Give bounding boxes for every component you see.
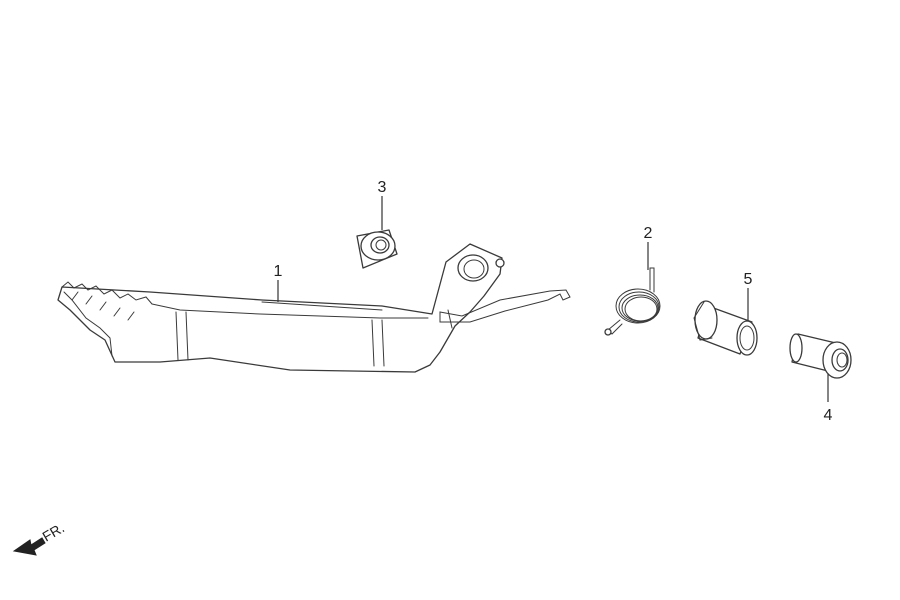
return-spring-part-2: [604, 267, 661, 336]
front-direction-arrow-icon: [12, 537, 46, 556]
front-direction-marker: FR.: [12, 519, 67, 556]
callout-5: 5: [744, 271, 753, 288]
callout-4: 4: [824, 407, 833, 424]
brake-pedal-part-1: [57, 243, 571, 373]
callout-1: 1: [274, 263, 283, 280]
collar-part-3: [356, 229, 398, 269]
callout-2: 2: [644, 225, 653, 242]
sleeve-part-4: [789, 333, 852, 379]
callout-3: 3: [378, 179, 387, 196]
bushing-part-5: [693, 300, 758, 356]
